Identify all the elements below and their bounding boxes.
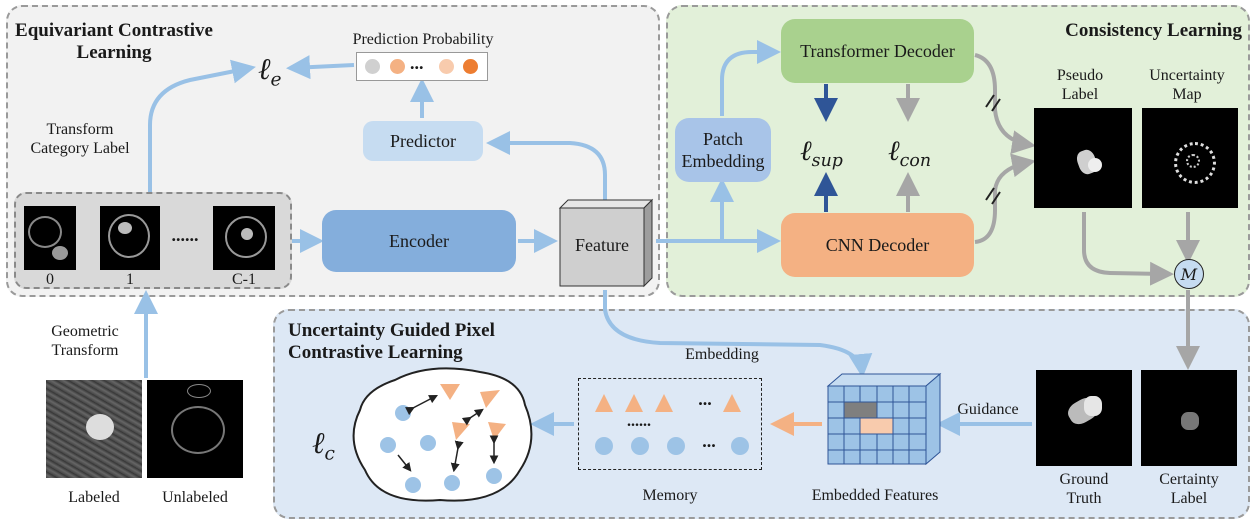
labeled-image [46,380,142,478]
prob-dot-gray [365,59,380,74]
loss-con: ℓcon [888,134,932,172]
transform-dots: ...... [171,225,199,245]
memory-dots-bottom: ... [702,431,716,451]
transform-id-c1: C-1 [232,271,256,288]
memory-dots-top: ... [698,389,712,409]
embedded-features-label: Embedded Features [811,487,939,504]
prob-dot-orange-2 [439,59,454,74]
loss-c: ℓc [312,426,335,465]
memory-bank [578,378,762,470]
arrow-prob-to-le [286,55,355,80]
patch-embedding-box: Patch Embedding [675,118,771,182]
transform-id-1: 1 [126,271,134,288]
equivariant-title: Equivariant Contrastive Learning [15,20,213,63]
prob-dot-orange-3 [463,59,478,74]
transform-category-label: Transform Category Label [30,121,130,157]
prob-ellipsis: ... [410,53,424,73]
memory-triangle [625,394,643,412]
arrow-feature-to-embedded [603,290,873,378]
uncertainty-map-label: Uncertainty Map [1149,67,1225,103]
stop-gradient-mark-bottom [985,187,1001,205]
encoder-box: Encoder [322,210,516,272]
uncertainty-map-image [1142,108,1238,208]
pseudo-label-label: Pseudo Label [1056,67,1104,103]
pseudo-label-image [1034,108,1132,208]
ground-truth-label: Ground Truth [1059,471,1109,507]
uncertainty-title: Uncertainty Guided Pixel Contrastive Lea… [288,320,495,363]
latent-point [486,468,502,484]
transformer-decoder-box: Transformer Decoder [781,19,974,83]
unlabeled-label: Unlabeled [162,489,228,506]
memory-dots-middle: ...... [627,413,651,430]
transform-id-0: 0 [46,271,54,288]
loss-e: ℓe [258,52,282,91]
certainty-label-label: Certainty Label [1159,471,1219,507]
cnn-decoder-box: CNN Decoder [781,213,974,277]
prob-dot-orange-1 [390,59,405,74]
memory-triangle [595,394,613,412]
transform-image-c1 [213,206,275,270]
merge-symbol: M [1180,264,1198,284]
latent-point [380,437,396,453]
memory-triangle [723,394,741,412]
ground-truth-image [1036,370,1132,466]
certainty-label-image [1141,370,1237,466]
latent-triangle [452,422,470,440]
latent-triangle [480,390,500,408]
memory-point [595,437,613,455]
prediction-probability-bar: ... [356,52,488,81]
memory-point [667,437,685,455]
guidance-label: Guidance [957,401,1019,418]
feature-cube [556,198,656,292]
labeled-label: Labeled [68,489,120,506]
memory-label: Memory [642,487,698,504]
consistency-title: Consistency Learning [1065,20,1242,41]
arrow-feature-to-predictor [486,131,607,200]
predictor-box: Predictor [363,121,483,161]
embedding-label: Embedding [685,346,759,363]
latent-triangle [440,384,460,400]
stop-gradient-mark-top [985,94,1001,112]
memory-point [631,437,649,455]
arrow-patch-to-transformer [720,40,781,116]
merge-node: M [1174,259,1204,289]
latent-point [444,475,460,491]
arrow-strip-to-le [148,59,256,192]
unlabeled-image [147,380,243,478]
latent-point [405,477,421,493]
arrow-transformer-to-pseudo [974,53,1036,155]
loss-sup: ℓsup [800,134,843,172]
prediction-probability-label: Prediction Probability [352,31,494,48]
memory-triangle [655,394,673,412]
memory-point [731,437,749,455]
feature-label: Feature [575,235,629,255]
transform-image-0 [24,206,76,270]
transform-image-1 [100,206,160,270]
arrow-pseudo-to-merge [1082,212,1174,286]
latent-point [420,435,436,451]
feature-cube-icon [558,198,654,288]
geometric-transform-label: Geometric Transform [51,323,119,359]
